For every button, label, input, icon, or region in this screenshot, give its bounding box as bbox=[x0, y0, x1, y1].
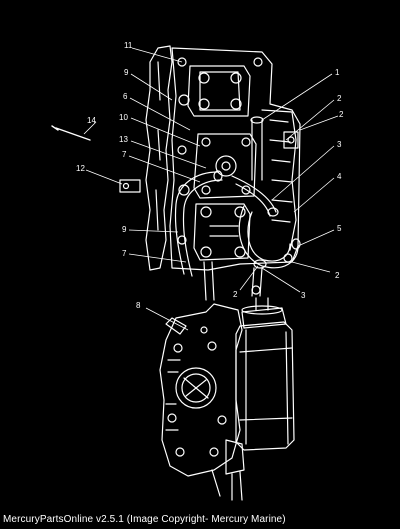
callout-labels: 11 9 6 10 13 7 12 9 7 14 1 2 2 3 4 5 2 2… bbox=[76, 41, 344, 310]
callout-11: 11 bbox=[124, 41, 133, 50]
lower-assembly bbox=[159, 297, 295, 501]
callout-9-upper: 9 bbox=[124, 68, 129, 77]
powerhead-block bbox=[145, 45, 301, 271]
callout-13: 13 bbox=[119, 135, 128, 144]
callout-1: 1 bbox=[335, 68, 340, 77]
copyright-footer: MercuryPartsOnline v2.5.1 (Image Copyrig… bbox=[3, 514, 286, 525]
callout-2-a: 2 bbox=[337, 94, 342, 103]
callout-2-c: 2 bbox=[335, 271, 340, 280]
callout-8: 8 bbox=[136, 301, 141, 310]
callout-7-lower: 7 bbox=[122, 249, 127, 258]
hoses bbox=[174, 170, 301, 301]
callout-3-b: 3 bbox=[301, 291, 306, 300]
callout-3-a: 3 bbox=[337, 140, 342, 149]
callout-10: 10 bbox=[119, 113, 128, 122]
callout-14: 14 bbox=[87, 116, 96, 125]
callout-2-d: 2 bbox=[233, 290, 238, 299]
callout-12: 12 bbox=[76, 164, 85, 173]
callout-9-lower: 9 bbox=[122, 225, 127, 234]
callout-7-upper: 7 bbox=[122, 150, 127, 159]
callout-2-b: 2 bbox=[339, 110, 344, 119]
callout-4: 4 bbox=[337, 172, 342, 181]
leader-lines bbox=[83, 47, 339, 331]
pin-14 bbox=[51, 125, 91, 141]
callout-5: 5 bbox=[337, 224, 342, 233]
bracket-12 bbox=[119, 179, 141, 193]
callout-6: 6 bbox=[123, 92, 128, 101]
